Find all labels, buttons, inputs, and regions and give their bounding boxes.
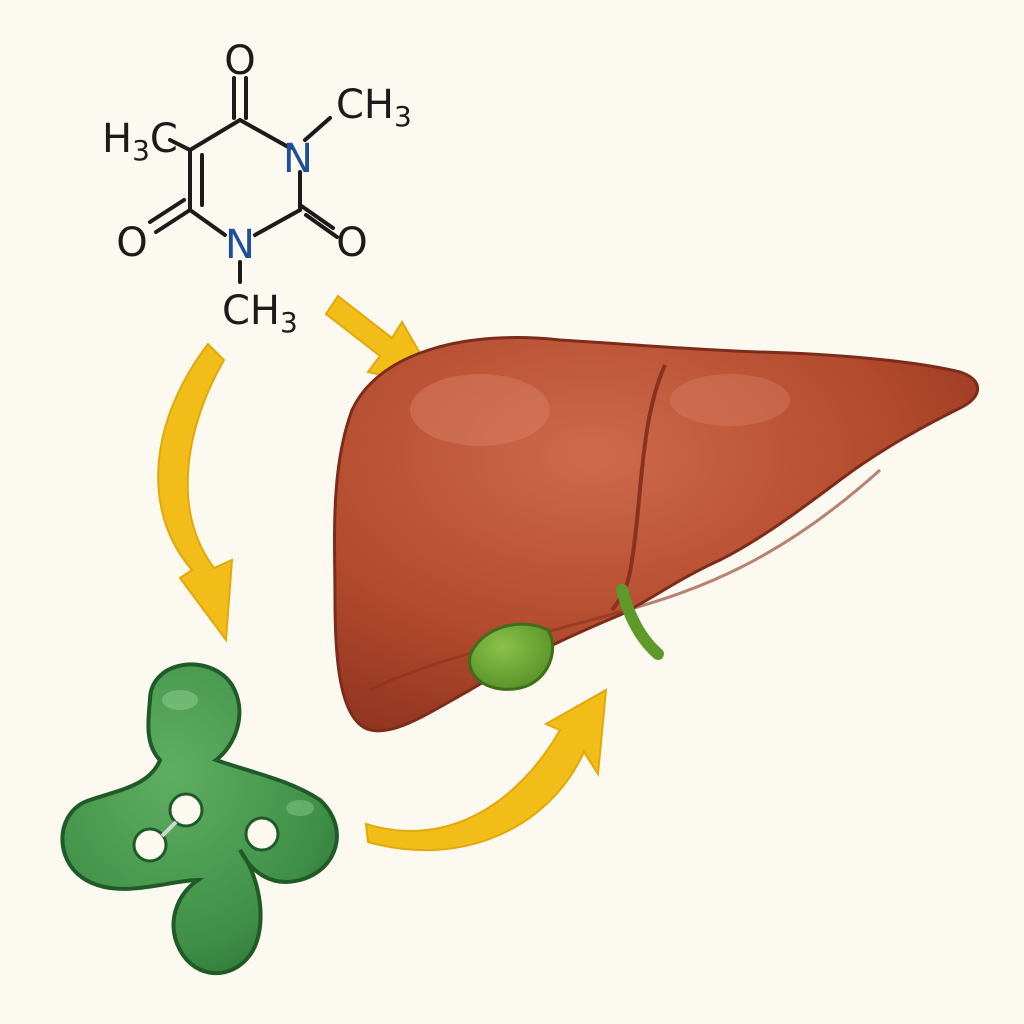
atom-nitrogen-1: N	[225, 222, 255, 268]
bond-c5-methyl	[168, 138, 192, 152]
molecule-atom-labels: O O O N N H3C CH3 CH3	[102, 38, 412, 339]
bond-n3-methyl	[303, 116, 332, 142]
methyl-c5-carbon: C	[150, 116, 178, 162]
methyl-c5-element: H	[102, 116, 132, 162]
bond-n1-c6	[188, 208, 227, 237]
methyl-n3-count: 3	[394, 100, 412, 133]
methyl-c5-count: 3	[132, 134, 150, 167]
methyl-n1-element: CH	[222, 288, 280, 334]
methyl-n3-label: CH3	[336, 82, 412, 133]
gallbladder-icon	[468, 584, 664, 691]
bond-c2-n1	[253, 208, 302, 237]
atom-nitrogen-3: N	[283, 136, 313, 182]
bond-c5-c4	[188, 118, 242, 152]
bond-carbonyl-left-b	[148, 198, 186, 224]
methyl-c5-label: H3C	[102, 116, 178, 167]
bond-carbonyl-left-a	[154, 208, 192, 234]
bond-c4-n3	[238, 118, 292, 150]
liver-organ-icon	[333, 336, 980, 733]
atom-oxygen-top: O	[224, 38, 255, 84]
arrow-molecule-to-microbe-icon	[157, 342, 234, 643]
bond-carbonyl-right-a	[298, 203, 335, 230]
arrow-microbe-to-liver-icon	[364, 688, 608, 852]
methyl-n3-element: CH	[336, 82, 394, 128]
atom-oxygen-left: O	[116, 220, 147, 266]
methyl-n1-count: 3	[280, 306, 298, 339]
gut-microbe-icon	[60, 662, 339, 976]
molecule-structure	[148, 76, 339, 284]
bond-carbonyl-right-b	[304, 213, 339, 239]
atom-oxygen-right: O	[336, 220, 367, 266]
methyl-n1-label: CH3	[222, 288, 298, 339]
